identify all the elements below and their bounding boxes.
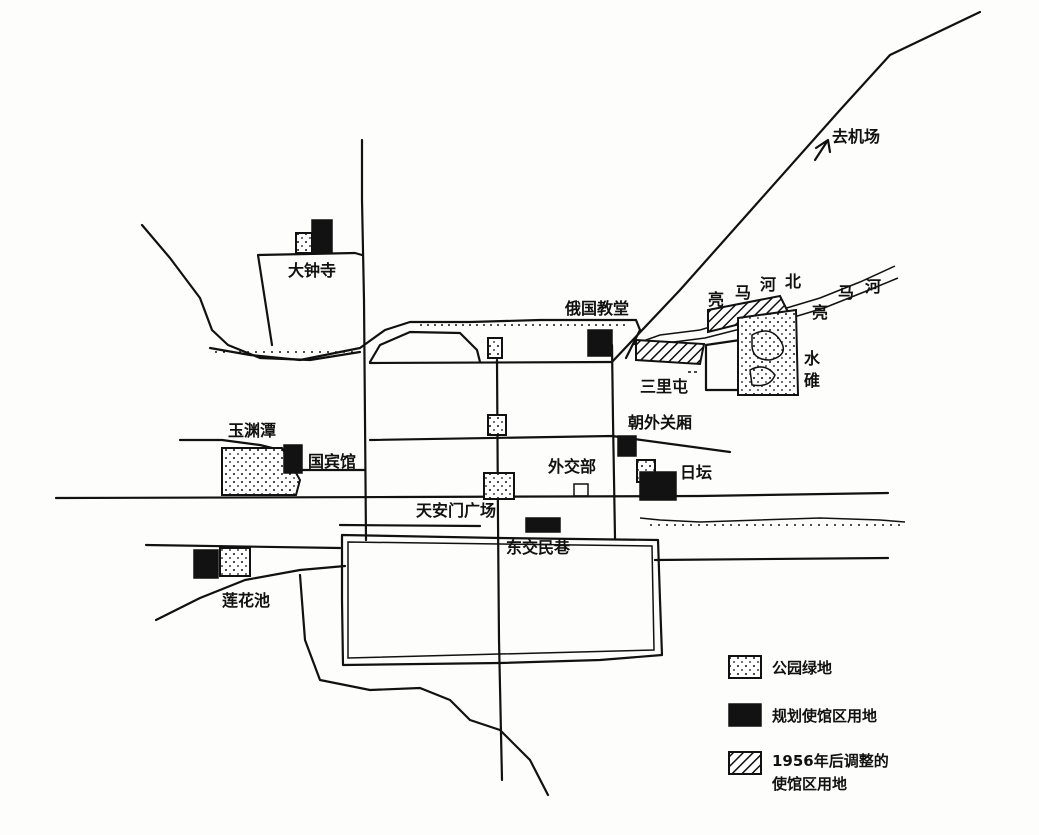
lianhuachi-park: [219, 547, 251, 577]
label-waijiaobu: 外交部: [547, 457, 596, 476]
dazhongsi-park: [295, 232, 313, 254]
label-lianhuachi: 莲花池: [222, 591, 270, 610]
legend-park-label: 公园绿地: [772, 659, 832, 677]
dazhongsi-block: [256, 251, 364, 347]
dazhongsi-embassy: [311, 219, 333, 254]
sanlitun-block: [704, 338, 742, 392]
label-liangmahe-bei-3: 北: [785, 272, 801, 291]
airport-road: [610, 10, 982, 364]
inner-road-north: [368, 360, 614, 365]
chaowai-embassy: [617, 435, 637, 457]
east-river-road: [639, 517, 906, 523]
sanlitun-adjusted-area: [635, 338, 706, 366]
label-liangmahe-bei-2: 河: [760, 275, 776, 294]
label-eguo-jiaotang: 俄国教堂: [564, 299, 629, 318]
south-city-wall-inner: [347, 541, 655, 659]
ritan-embassy: [639, 471, 677, 501]
label-guobinguan: 国宾馆: [308, 452, 356, 471]
airport-arrow: [813, 138, 832, 162]
label-shuidui-0: 水: [804, 349, 821, 368]
north-wall-inner: [368, 330, 482, 364]
shuidui-lake: [749, 330, 785, 387]
northwest-road: [140, 223, 362, 362]
south-city-wall: [340, 533, 664, 667]
legend-adjusted-label-1: 1956年后调整的: [772, 752, 889, 770]
label-liangmahe-2: 河: [865, 277, 881, 296]
label-chaowai-guanxiang: 朝外关厢: [628, 413, 692, 432]
main-avenue-north-edge: [54, 491, 890, 500]
label-liangmahe-0: 亮: [812, 303, 828, 322]
label-tiananmen: 天安门广场: [416, 501, 496, 520]
label-dazhongsi: 大钟寺: [288, 261, 336, 280]
southwest-curve-road: [298, 573, 550, 797]
legend-embassy-label: 规划使馆区用地: [772, 707, 877, 725]
southwest-diagonal-road: [154, 564, 347, 622]
south-road-east: [653, 556, 890, 562]
russian-church-embassy: [587, 329, 613, 357]
legend-adjusted-label-2: 使馆区用地: [771, 775, 847, 793]
tiananmen-park-south: [483, 472, 515, 500]
label-shuidui-1: 碓: [804, 371, 820, 390]
label-ritan: 日坛: [680, 463, 712, 482]
legend-adjusted-swatch: [728, 751, 762, 775]
label-dongjiaominxiang: 东交民巷: [506, 538, 571, 557]
label-liangmahe-bei-0: 亮: [708, 290, 724, 309]
main-avenue-south-edge: [338, 523, 482, 528]
central-axis-road: [495, 358, 504, 782]
label-liangmahe-bei-1: 马: [735, 283, 751, 302]
yuyuantan-park: [221, 447, 302, 496]
tiananmen-park-north: [487, 337, 503, 359]
dongjiaominxiang-embassy: [525, 517, 561, 533]
label-qu-jichang: 去机场: [832, 127, 880, 146]
east-vertical-road: [610, 343, 617, 540]
waijiaobu-marker: [573, 483, 589, 497]
label-liangmahe-1: 马: [838, 283, 854, 302]
legend: 公园绿地 规划使馆区用地 1956年后调整的 使馆区用地: [728, 655, 889, 793]
lianhuachi-embassy: [193, 549, 219, 579]
inner-road-middle: [368, 434, 732, 454]
guobinguan-embassy: [283, 444, 303, 474]
tiananmen-park-mid: [487, 414, 507, 436]
label-sanlitun: 三里屯: [640, 377, 688, 396]
west-vertical-road: [360, 138, 368, 542]
legend-park-swatch: [728, 655, 762, 679]
north-wall-road: [208, 318, 642, 362]
label-yuyuantan: 玉渊潭: [228, 421, 276, 440]
legend-embassy-swatch: [728, 703, 762, 727]
south-road: [144, 543, 342, 550]
shuidui-park: [737, 308, 800, 396]
